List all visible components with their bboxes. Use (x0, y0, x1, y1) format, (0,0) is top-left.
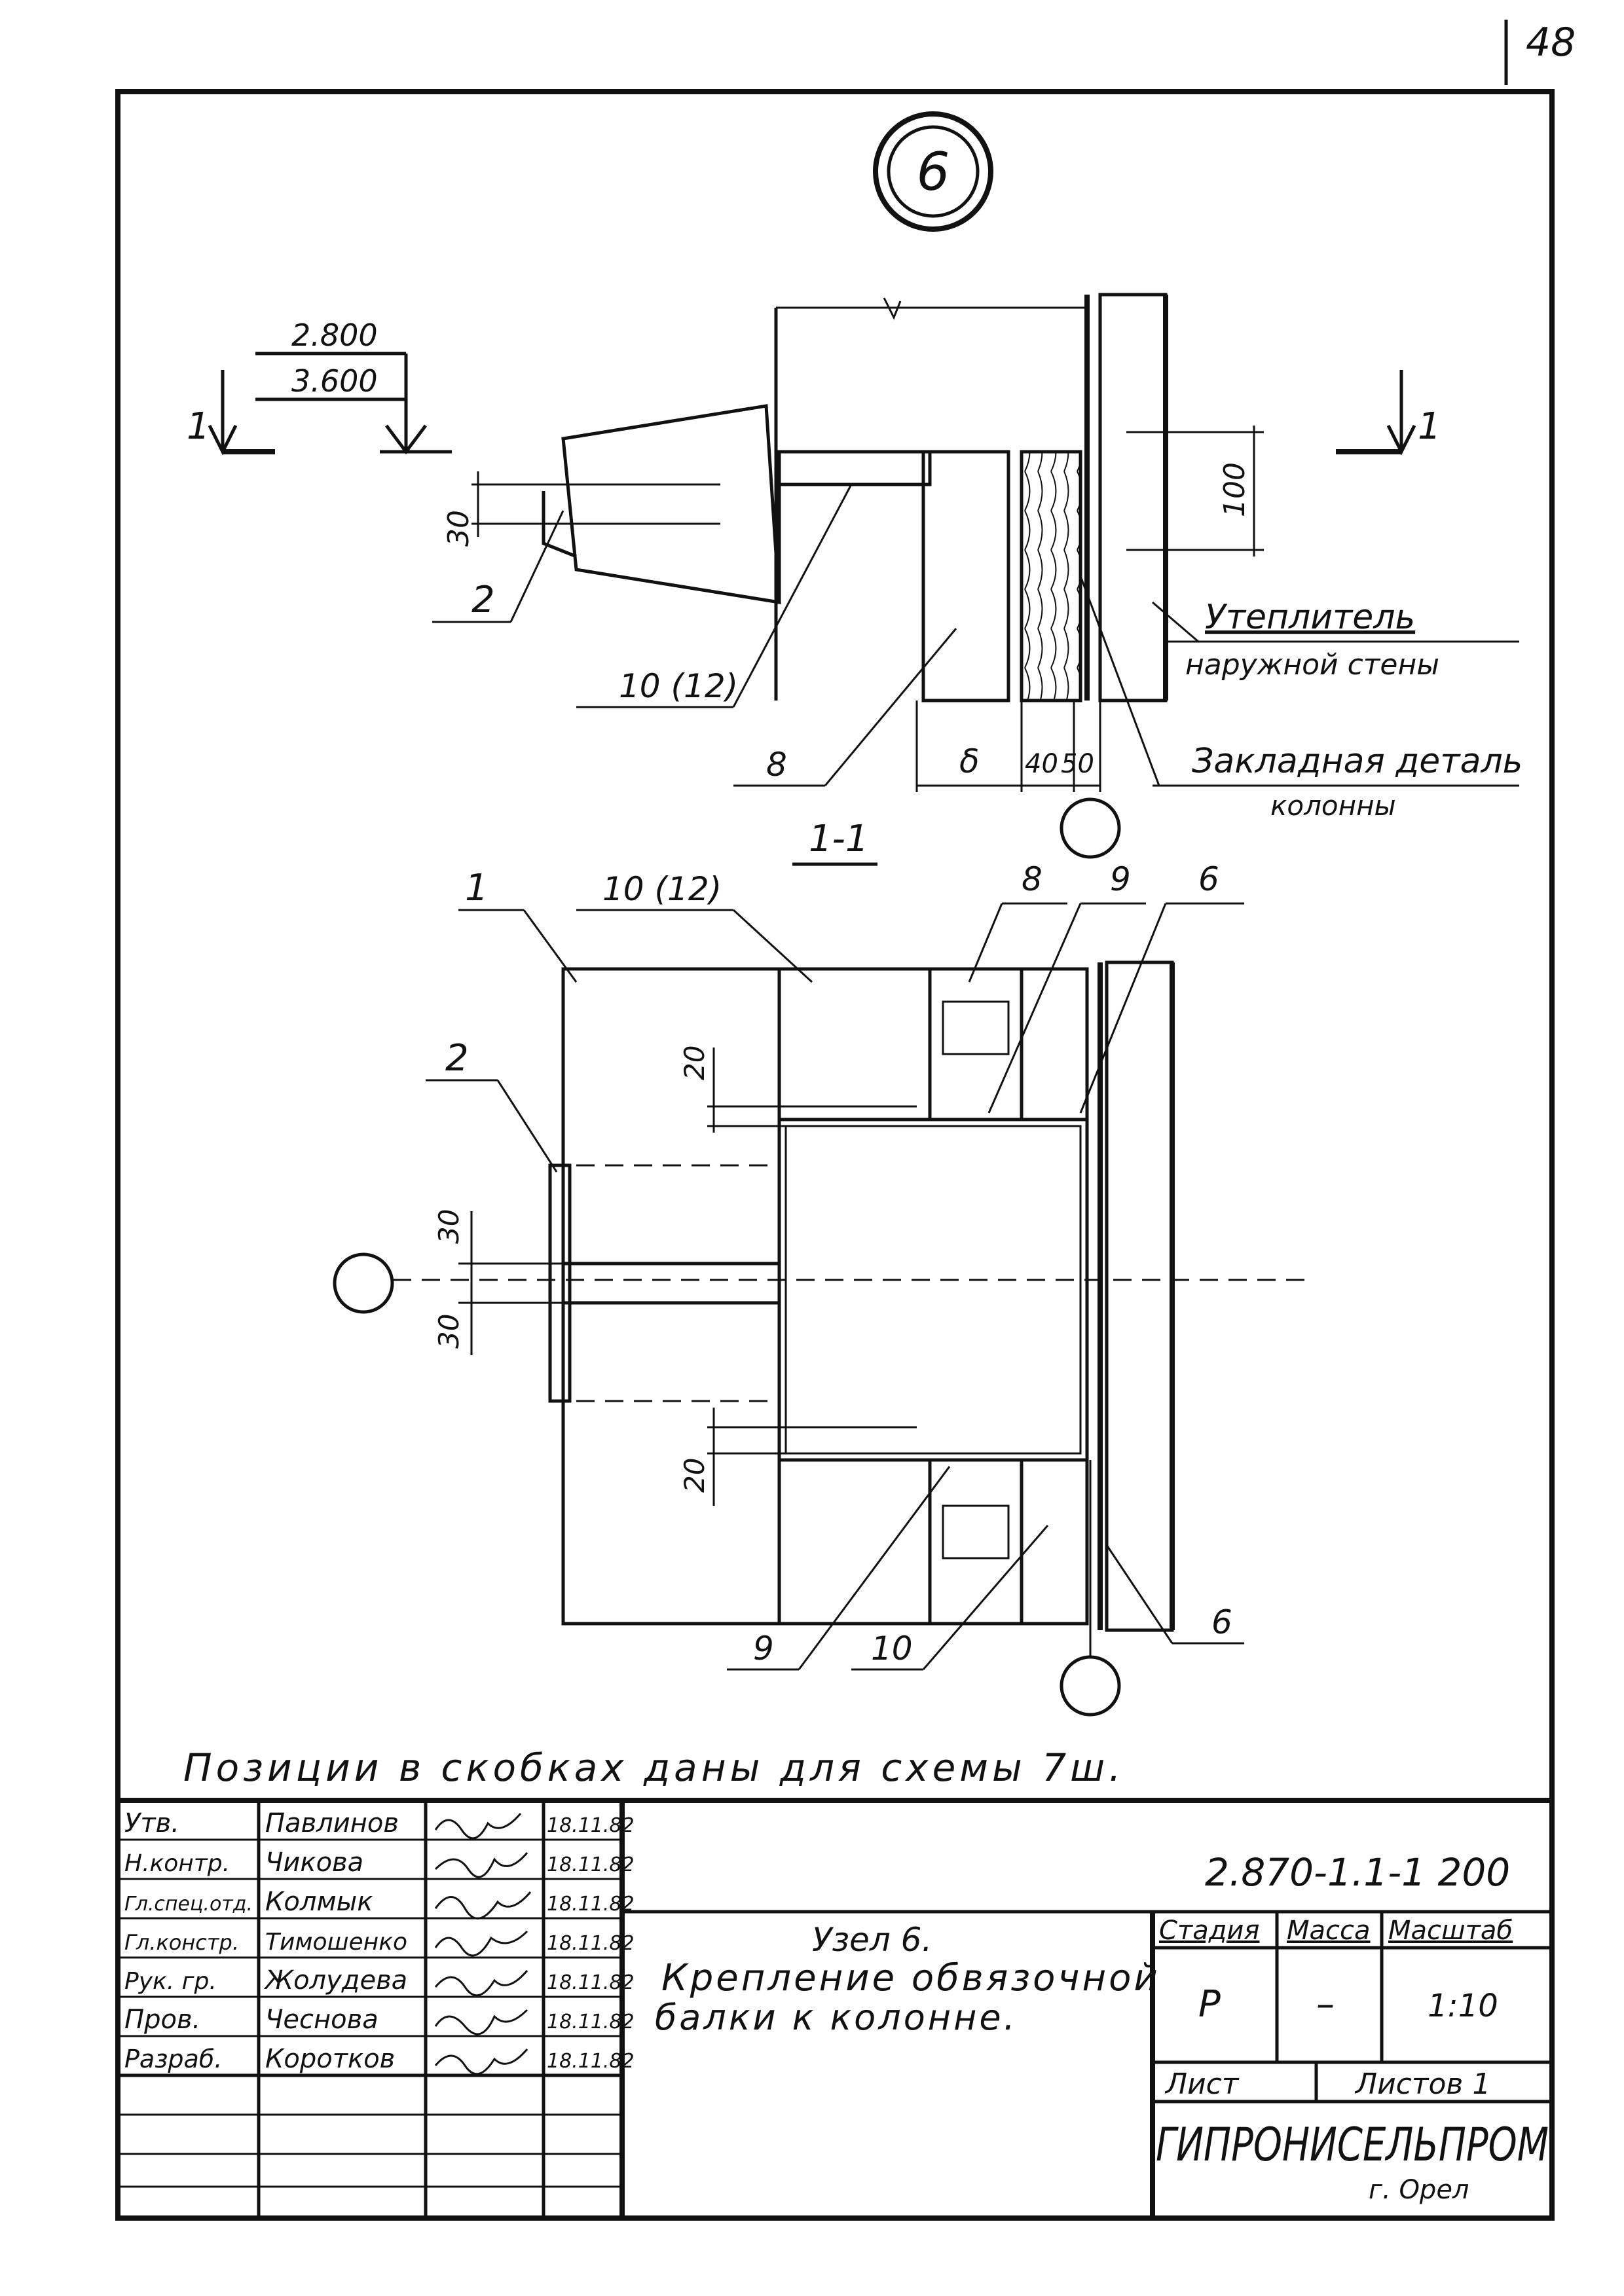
date-2: 18.11.82 (547, 1893, 635, 1916)
note-embedded-2: колонны (1270, 790, 1396, 822)
sec-callout-2: 2 (445, 1037, 469, 1080)
name-0: Павлинов (265, 1808, 399, 1838)
sheets-label: Листов 1 (1354, 2068, 1490, 2101)
mass-label: Масса (1287, 1916, 1371, 1946)
name-4: Жолудева (263, 1965, 407, 1995)
title-line-1: Узел 6. (812, 1921, 932, 1959)
date-6: 18.11.82 (547, 2050, 635, 2073)
org-name: ГИПРОНИСЕЛЬПРОМ (1156, 2118, 1549, 2172)
elevation-1: 2.800 (291, 318, 378, 353)
sec-callout-8: 8 (1022, 860, 1043, 898)
dim-sec-20-top: 20 (678, 1046, 710, 1080)
positions-note: Позиции в скобках даны для схемы 7ш. (183, 1745, 1125, 1790)
date-3: 18.11.82 (547, 1932, 635, 1955)
note-insulation-1: Утеплитель (1205, 598, 1415, 637)
org-city: г. Орел (1369, 2175, 1469, 2205)
top-callout-10-12: 10 (12) (619, 667, 738, 705)
title-line-3: балки к колонне. (655, 1997, 1018, 2038)
top-callout-2: 2 (471, 579, 495, 621)
date-1: 18.11.82 (547, 1853, 635, 1876)
date-5: 18.11.82 (547, 2011, 635, 2033)
scale-label: Масштаб (1388, 1916, 1513, 1946)
axis-bubble-bottom (1060, 1655, 1121, 1717)
dim-50: 50 (1061, 749, 1094, 779)
date-0: 18.11.82 (547, 1814, 635, 1837)
title-block: Утв. Павлинов 18.11.82 Н.контр. Чикова 1… (115, 1798, 1555, 2221)
signature-4 (434, 1970, 528, 1997)
dim-top-100: 100 (1218, 462, 1251, 517)
stage-value: Р (1198, 1983, 1221, 2026)
role-2: Гл.спец.отд. (124, 1893, 253, 1916)
role-0: Утв. (124, 1808, 179, 1838)
mass-value: – (1316, 1983, 1335, 2026)
detail-marker: 6 (873, 111, 993, 232)
axis-bubble-left (333, 1252, 394, 1314)
signature-2 (434, 1891, 532, 1920)
doc-code: 2.870-1.1-1 200 (1205, 1850, 1510, 1895)
dim-delta: δ (959, 742, 980, 780)
role-5: Пров. (124, 2005, 200, 2035)
signature-1 (434, 1852, 528, 1878)
detail-marker-number: 6 (917, 141, 950, 202)
wall-insulation-section (1105, 960, 1174, 1632)
dim-sec-20-bottom: 20 (678, 1458, 710, 1493)
role-6: Разраб. (124, 2045, 222, 2073)
signature-5 (434, 2009, 528, 2035)
note-insulation-2: наружной стены (1185, 648, 1439, 682)
elevation-2: 3.600 (291, 363, 378, 399)
name-3: Тимошенко (265, 1929, 407, 1956)
signature-0 (434, 1813, 522, 1840)
section-label: 1-1 (809, 818, 868, 860)
sec-callout-10-12: 10 (12) (602, 870, 722, 908)
note-embedded-1: Закладная деталь (1192, 742, 1522, 781)
sec-callout-1: 1 (465, 867, 489, 909)
axis-bubble-top (1060, 797, 1121, 859)
signature-3 (434, 1930, 528, 1957)
dim-40: 40 (1025, 749, 1058, 779)
section-1-1: 1-1 20 30 (333, 818, 1310, 1717)
signature-6 (434, 2049, 528, 2075)
name-5: Чеснова (265, 2005, 378, 2035)
scale-value: 1:10 (1428, 1988, 1498, 2024)
sec-callout-6-top: 6 (1198, 860, 1219, 898)
role-4: Рук. гр. (124, 1968, 217, 1995)
name-2: Колмык (265, 1887, 373, 1917)
sec-callout-10: 10 (871, 1630, 913, 1667)
sec-callout-9-bottom: 9 (753, 1630, 774, 1667)
sec-callout-6-bottom: 6 (1211, 1603, 1232, 1641)
stage-label: Стадия (1159, 1916, 1259, 1946)
dim-sec-30-a: 30 (433, 1209, 465, 1244)
dim-sec-30-b: 30 (433, 1314, 465, 1349)
top-callout-8: 8 (766, 746, 787, 784)
role-1: Н.контр. (124, 1850, 230, 1877)
name-6: Коротков (265, 2044, 395, 2074)
date-4: 18.11.82 (547, 1971, 635, 1994)
top-view: 2.800 3.600 1 1 30 (187, 293, 1522, 859)
sec-callout-9-top: 9 (1110, 860, 1131, 898)
name-1: Чикова (265, 1848, 363, 1878)
role-3: Гл.констр. (124, 1930, 239, 1955)
section-mark-left: 1 (187, 405, 210, 448)
sheet-label: Лист (1164, 2068, 1240, 2101)
dim-top-30: 30 (442, 510, 475, 547)
title-line-2: Крепление обвязочной (661, 1957, 1160, 1999)
sheet-number: 48 (1526, 20, 1576, 65)
wall-insulation-top (1098, 293, 1168, 702)
section-mark-right: 1 (1418, 405, 1441, 448)
